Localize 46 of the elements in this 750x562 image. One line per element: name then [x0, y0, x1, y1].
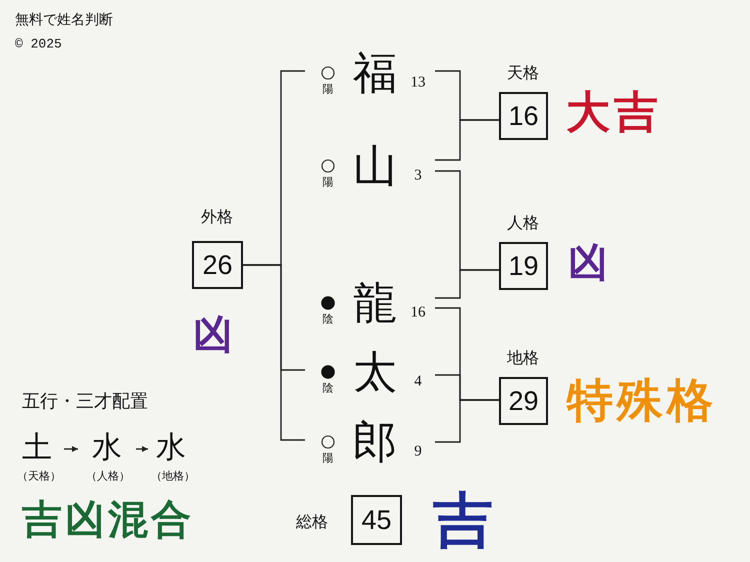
score-heading: 人格 — [507, 215, 539, 231]
header-text: 無料で姓名判断 — [15, 13, 113, 27]
bracket-line — [435, 269, 499, 299]
copyright-text: © 2025 — [15, 38, 62, 50]
score-box: 16 — [499, 92, 548, 140]
section-heading: 五行・三才配置 — [22, 393, 148, 411]
stroke-count: 3 — [414, 168, 422, 184]
fortune-label: 凶 — [568, 243, 608, 283]
fortune-label: 吉凶混合 — [22, 500, 194, 540]
bracket-line — [243, 264, 305, 441]
fortune-label: 大吉 — [566, 91, 662, 135]
yin-yang-label: 陽 — [322, 176, 334, 188]
kanji-character: 太 — [353, 351, 397, 395]
stroke-count: 9 — [414, 444, 422, 460]
element-caption: （天格） — [17, 470, 61, 482]
arrow — [64, 446, 78, 452]
score-heading: 天格 — [507, 65, 539, 81]
stroke-count: 4 — [414, 374, 422, 390]
score-box: 19 — [499, 242, 548, 290]
score-box: 45 — [351, 495, 402, 545]
kanji-character: 福 — [353, 52, 397, 96]
score-heading: 外格 — [201, 209, 233, 225]
score-heading: 地格 — [507, 350, 539, 366]
kanji-character: 山 — [353, 145, 397, 189]
element-character: 土 — [22, 433, 52, 463]
yin-yang-label: 陽 — [322, 84, 334, 94]
fortune-label: 特殊格 — [567, 377, 717, 423]
yin-yang-label: 陰 — [322, 382, 334, 394]
score-box: 29 — [499, 377, 548, 425]
fortune-label: 吉 — [433, 491, 493, 551]
element-caption: （地格） — [151, 470, 195, 482]
yin-yang-label: 陽 — [322, 452, 334, 464]
score-heading: 総格 — [296, 514, 328, 530]
stroke-count: 13 — [410, 76, 426, 90]
element-caption: （人格） — [86, 470, 130, 482]
stroke-count: 16 — [410, 306, 426, 320]
bracket-line — [435, 119, 499, 161]
yin-yang-label: 陰 — [322, 314, 334, 324]
kanji-character: 郎 — [353, 421, 397, 465]
arrow — [136, 446, 148, 452]
bracket-line — [435, 399, 499, 443]
kanji-character: 龍 — [353, 282, 397, 326]
score-box: 26 — [192, 241, 243, 289]
element-character: 水 — [156, 433, 186, 463]
element-character: 水 — [92, 433, 122, 463]
fortune-label: 凶 — [193, 315, 233, 355]
